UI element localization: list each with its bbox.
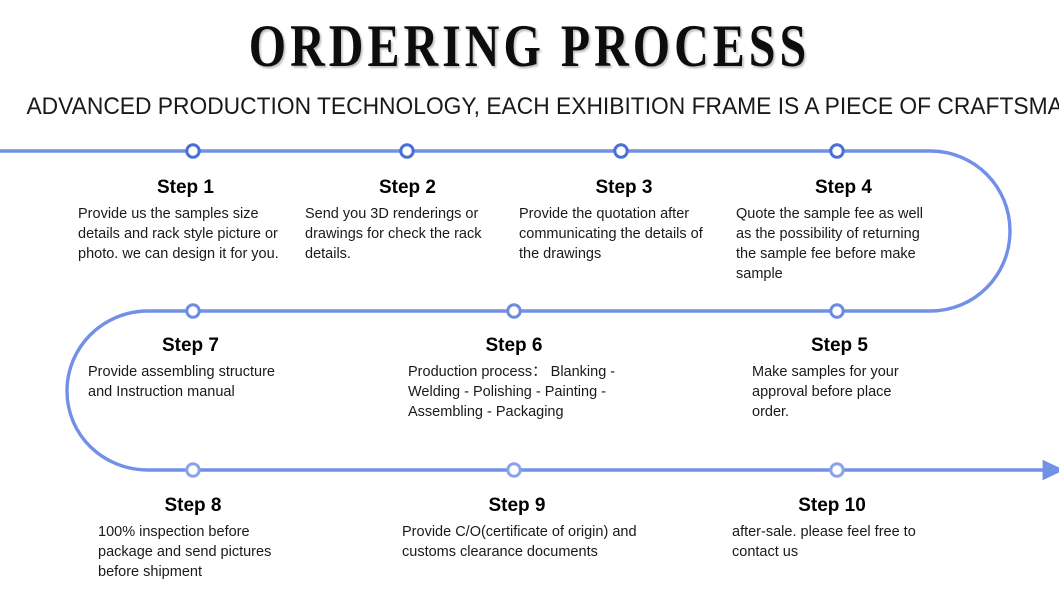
step-body-4: Quote the sample fee as well as the possi… bbox=[736, 204, 951, 284]
step-card-8: Step 8 100% inspection before package and… bbox=[98, 494, 288, 582]
step-card-3: Step 3 Provide the quotation after commun… bbox=[519, 176, 729, 264]
step-body-10: after-sale. please feel free to contact u… bbox=[732, 522, 932, 562]
step-body-line: Provide the quotation after bbox=[519, 206, 690, 222]
step-body-line: after-sale. please feel free to bbox=[732, 524, 916, 540]
step-body-line: Production process： Blanking - bbox=[408, 364, 616, 380]
step-body-line: the sample fee before make bbox=[736, 246, 916, 262]
step-body-6: Production process： Blanking - Welding - … bbox=[408, 362, 620, 422]
timeline-marker-1[interactable] bbox=[185, 143, 201, 159]
timeline-marker-10[interactable] bbox=[829, 462, 845, 478]
step-body-line: sample bbox=[736, 266, 783, 282]
step-body-line: photo. we can design it for you. bbox=[78, 246, 279, 262]
step-body-line: and Instruction manual bbox=[88, 384, 235, 400]
step-body-line: Assembling - Packaging bbox=[408, 404, 564, 420]
step-title-5: Step 5 bbox=[810, 335, 869, 356]
step-body-5: Make samples for your approval before pla… bbox=[752, 362, 927, 422]
step-body-line: as the possibility of returning bbox=[736, 226, 920, 242]
flow-line bbox=[0, 149, 1059, 481]
page-subtitle: ADVANCED PRODUCTION TECHNOLOGY, EACH EXH… bbox=[26, 93, 1059, 120]
timeline-marker-7[interactable] bbox=[185, 303, 201, 319]
step-title-4: Step 4 bbox=[814, 177, 873, 198]
step-card-4: Step 4 Quote the sample fee as well as th… bbox=[736, 176, 951, 284]
step-body-7: Provide assembling structure and Instruct… bbox=[88, 362, 293, 402]
timeline-marker-4[interactable] bbox=[829, 143, 845, 159]
step-title-2: Step 2 bbox=[378, 177, 437, 198]
step-body-line: contact us bbox=[732, 544, 799, 560]
step-title-1: Step 1 bbox=[156, 177, 215, 198]
step-body-3: Provide the quotation after communicating… bbox=[519, 204, 729, 264]
step-body-line: Quote the sample fee as well bbox=[736, 206, 923, 222]
timeline-marker-2[interactable] bbox=[399, 143, 415, 159]
step-body-line: communicating the details of bbox=[519, 226, 703, 242]
step-body-line: the drawings bbox=[519, 246, 602, 262]
step-body-line: Welding - Polishing - Painting - bbox=[408, 384, 606, 400]
timeline-marker-9[interactable] bbox=[506, 462, 522, 478]
step-body-line: details and rack style picture or bbox=[78, 226, 278, 242]
step-body-line: Provide assembling structure bbox=[88, 364, 275, 380]
timeline-marker-3[interactable] bbox=[613, 143, 629, 159]
step-card-7: Step 7 Provide assembling structure and I… bbox=[88, 334, 293, 402]
step-body-line: before shipment bbox=[98, 564, 202, 580]
step-title-6: Step 6 bbox=[485, 335, 543, 356]
step-body-8: 100% inspection before package and send p… bbox=[98, 522, 288, 582]
page-title: ORDERING PROCESS bbox=[248, 13, 811, 79]
step-body-1: Provide us the samples size details and r… bbox=[78, 204, 293, 264]
step-card-6: Step 6 Production process： Blanking - Wel… bbox=[408, 334, 620, 422]
step-body-line: customs clearance documents bbox=[402, 544, 598, 560]
step-body-line: Send you 3D renderings or bbox=[305, 206, 479, 222]
timeline-marker-8[interactable] bbox=[185, 462, 201, 478]
step-card-2: Step 2 Send you 3D renderings or drawings… bbox=[305, 176, 510, 264]
step-card-5: Step 5 Make samples for your approval bef… bbox=[752, 334, 927, 422]
step-body-line: details. bbox=[305, 246, 351, 262]
step-body-line: 100% inspection before bbox=[98, 524, 250, 540]
timeline-marker-6[interactable] bbox=[506, 303, 522, 319]
step-body-2: Send you 3D renderings or drawings for ch… bbox=[305, 204, 510, 264]
step-body-line: Make samples for your bbox=[752, 364, 899, 380]
step-body-line: Provide us the samples size bbox=[78, 206, 259, 222]
step-title-3: Step 3 bbox=[595, 177, 653, 198]
step-body-line: order. bbox=[752, 404, 790, 420]
step-card-1: Step 1 Provide us the samples size detail… bbox=[78, 176, 293, 264]
timeline-marker-5[interactable] bbox=[829, 303, 845, 319]
step-body-line: approval before place bbox=[752, 384, 892, 400]
step-card-10: Step 10 after-sale. please feel free to c… bbox=[732, 494, 932, 562]
step-body-line: drawings for check the rack bbox=[305, 226, 482, 242]
step-card-9: Step 9 Provide C/O(certificate of origin… bbox=[402, 494, 637, 562]
step-title-8: Step 8 bbox=[164, 495, 222, 516]
step-title-10: Step 10 bbox=[798, 495, 866, 516]
step-body-9: Provide C/O(certificate of origin) and cu… bbox=[402, 522, 637, 562]
step-title-9: Step 9 bbox=[488, 495, 546, 516]
step-title-7: Step 7 bbox=[161, 335, 220, 356]
step-body-line: Provide C/O(certificate of origin) and bbox=[402, 524, 637, 540]
step-body-line: package and send pictures bbox=[98, 544, 272, 560]
